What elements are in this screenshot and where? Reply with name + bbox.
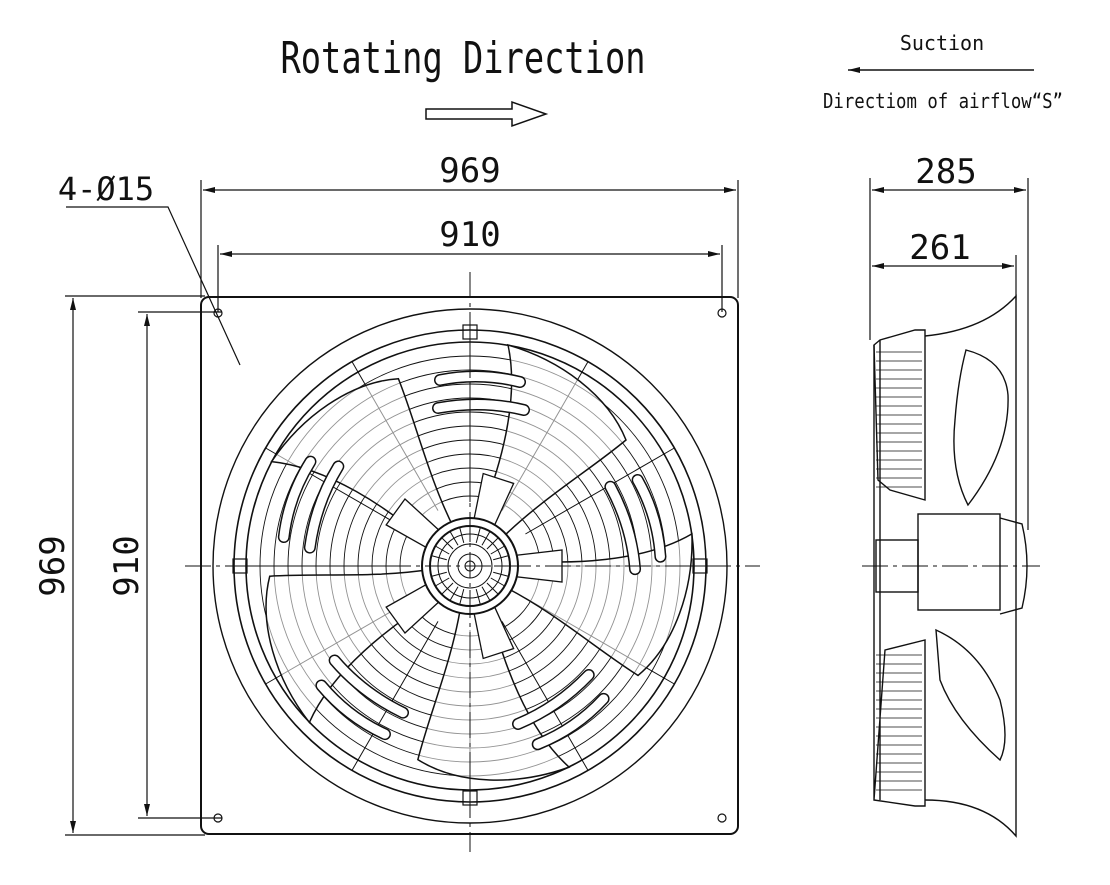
dim-285: 285	[915, 152, 976, 192]
dim-969-height: 969	[33, 535, 73, 596]
centerlines	[185, 272, 760, 852]
side-dimensions	[869, 178, 1029, 530]
motor-body	[917, 513, 1001, 611]
airflow-direction-label: Directiom of airflow“S”	[823, 89, 1063, 113]
side-blade-lower	[935, 628, 1006, 762]
side-view	[862, 294, 1040, 838]
dim-261: 261	[909, 228, 970, 268]
rotation-arrow-icon	[425, 100, 549, 128]
hole-callout-leader	[66, 206, 241, 366]
front-dimensions	[65, 180, 739, 836]
fan-blade	[416, 603, 610, 781]
dim-910-width: 910	[439, 215, 500, 255]
side-blade-upper	[953, 349, 1009, 507]
suction-label: Suction	[900, 31, 984, 55]
dim-969-width: 969	[439, 151, 500, 191]
rotating-direction-title: Rotating Direction	[281, 33, 646, 84]
dim-910-height: 910	[107, 535, 147, 596]
hole-callout: 4-Ø15	[58, 170, 154, 208]
fan-blade	[432, 343, 627, 542]
front-view	[185, 272, 760, 852]
mounting-holes	[213, 308, 727, 823]
